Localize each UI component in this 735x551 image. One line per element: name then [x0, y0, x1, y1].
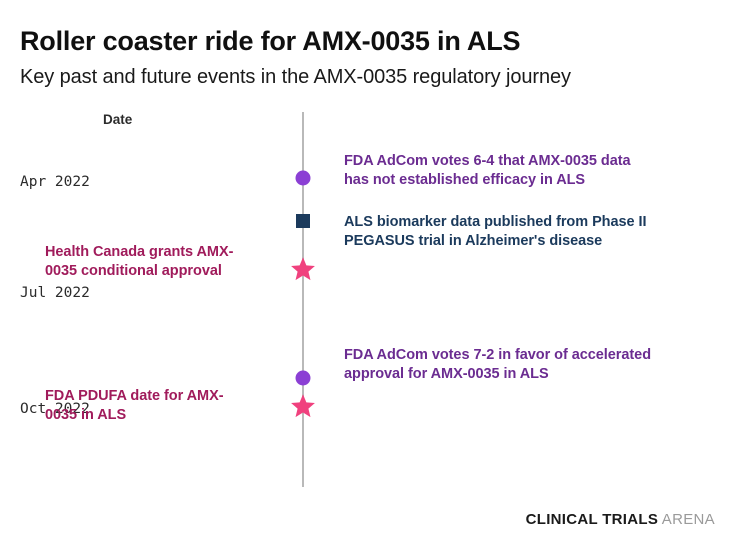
- date-tick-oct-2022: Oct 2022: [20, 401, 90, 417]
- marker-square-als-biomarker[interactable]: [296, 214, 310, 228]
- logo-primary-text: CLINICAL TRIALS: [525, 511, 659, 528]
- annotation-fda-adcom-6-4: FDA AdCom votes 6-4 that AMX-0035 data h…: [344, 153, 631, 189]
- annotation-fda-pdufa: FDA PDUFA date for AMX-0035 in ALS: [45, 388, 224, 424]
- timeline-axis-line: [302, 112, 304, 487]
- footer-logo: CLINICAL TRIALS ARENA: [526, 511, 715, 528]
- marker-circle-fda-adcom-7-2[interactable]: [295, 370, 311, 386]
- date-tick-apr-2022: Apr 2022: [20, 174, 90, 190]
- annotation-health-canada: Health Canada grants AMX-0035 conditiona…: [45, 244, 234, 280]
- marker-star-health-canada[interactable]: [290, 256, 316, 282]
- annotation-fda-adcom-7-2: FDA AdCom votes 7-2 in favor of accelera…: [344, 347, 651, 383]
- marker-star-fda-pdufa[interactable]: [290, 393, 316, 419]
- header: Roller coaster ride for AMX-0035 in ALS …: [20, 26, 715, 89]
- logo-secondary-text: ARENA: [658, 511, 715, 528]
- marker-circle-fda-adcom-6-4[interactable]: [295, 170, 311, 186]
- annotation-als-biomarker: ALS biomarker data published from Phase …: [344, 214, 647, 250]
- axis-label-date: Date: [103, 112, 133, 127]
- page-title: Roller coaster ride for AMX-0035 in ALS: [20, 26, 521, 56]
- page-subtitle: Key past and future events in the AMX-00…: [20, 66, 571, 89]
- date-tick-jul-2022: Jul 2022: [20, 285, 90, 301]
